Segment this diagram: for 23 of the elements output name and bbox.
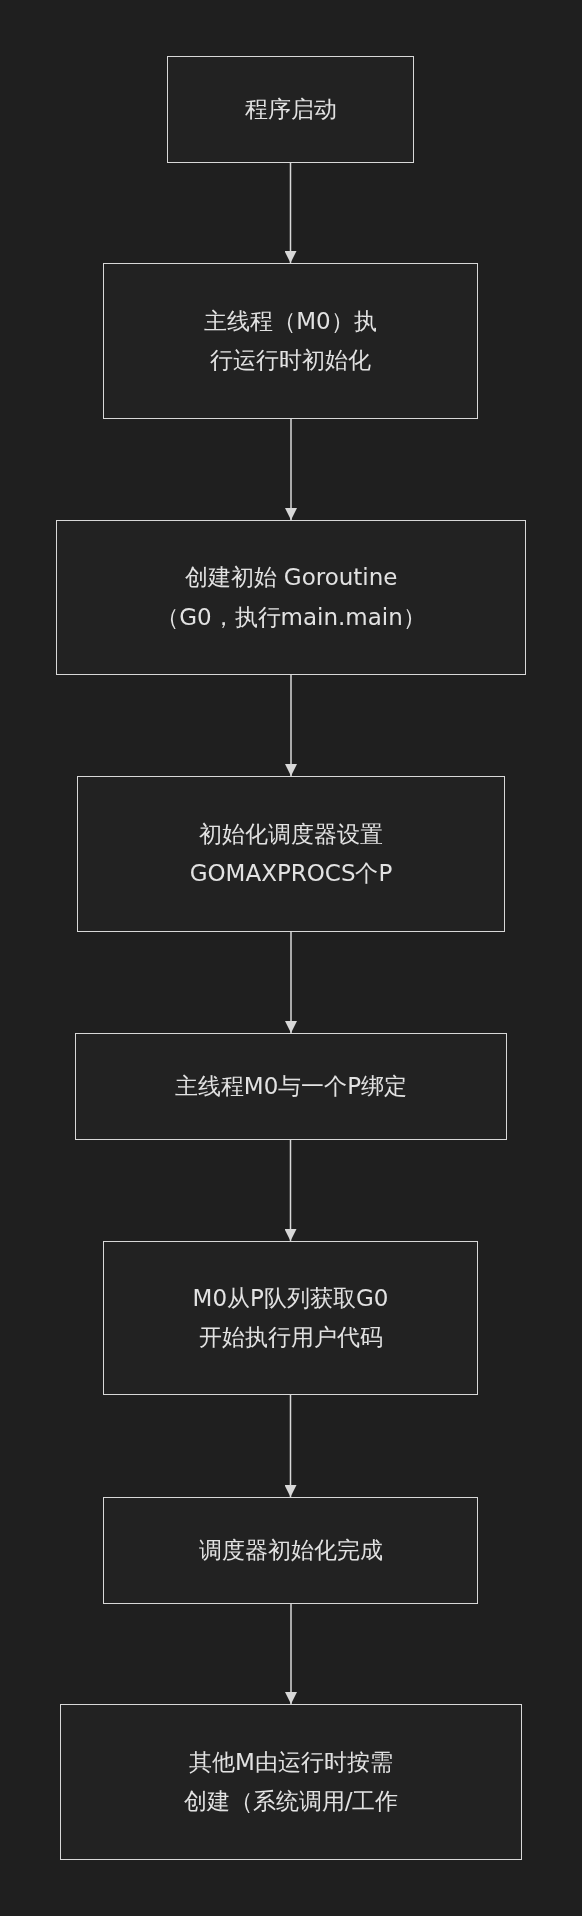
process-box [60, 1704, 522, 1860]
arrow [284, 162, 297, 264]
process-box [75, 1033, 507, 1140]
process-box [103, 263, 478, 419]
process-box [56, 520, 526, 675]
node-text: 初始化调度器设置GOMAXPROCS个P [188, 819, 394, 888]
arrow [285, 418, 297, 521]
node-text: 调度器初始化完成 [198, 1535, 383, 1565]
node-text: 主线程M0与一个P绑定 [174, 1071, 408, 1101]
node-text: 主线程（M0）执行运行时初始化 [203, 306, 378, 375]
node-text: M0从P队列获取G0开始执行用户代码 [191, 1283, 390, 1352]
arrow [284, 1394, 297, 1498]
process-box [77, 776, 505, 932]
arrow [285, 674, 297, 777]
process-box [167, 56, 414, 163]
node-text: 创建初始 Goroutine（G0，执行main.main） [155, 563, 427, 632]
arrow [285, 931, 297, 1034]
arrow [284, 1139, 297, 1242]
arrow [285, 1603, 297, 1705]
process-box [103, 1497, 478, 1604]
node-text: 其他M由运行时按需创建（系统调用/工作 [182, 1747, 400, 1816]
node-text: 程序启动 [244, 94, 337, 124]
process-box [103, 1241, 478, 1395]
